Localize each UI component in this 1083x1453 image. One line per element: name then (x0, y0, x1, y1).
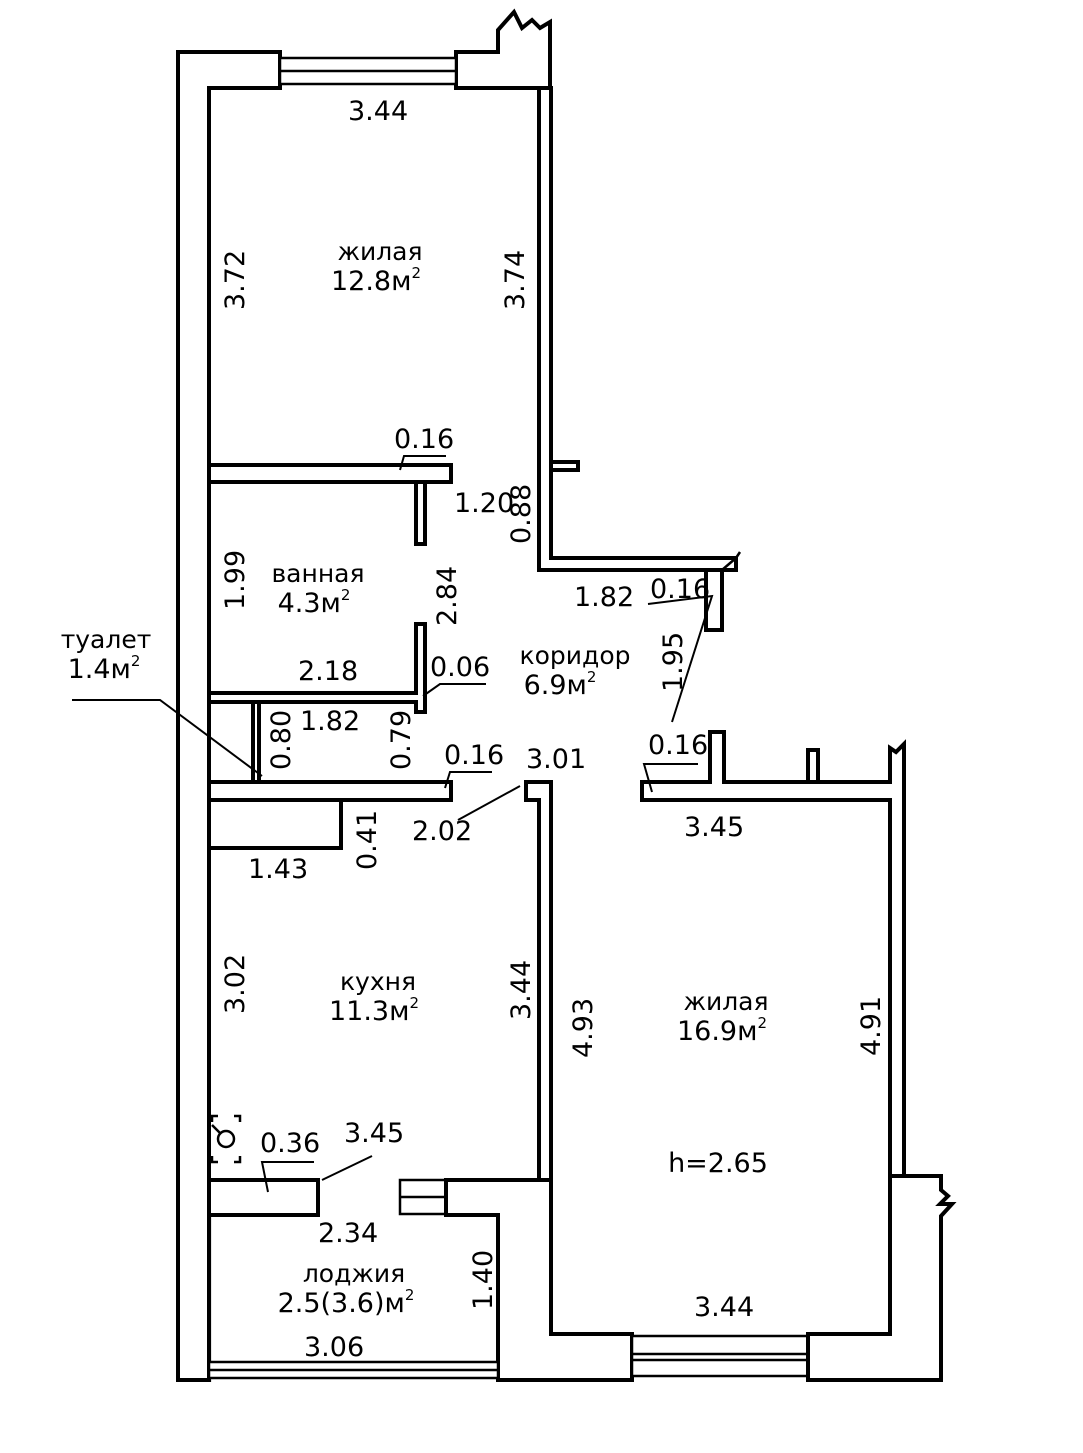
room-kitchen-area: 11.3м2 (329, 994, 419, 1027)
dim-199: 1.99 (220, 550, 251, 610)
room-toilet-area: 1.4м2 (68, 652, 141, 685)
dim-016-c: 0.16 (444, 740, 504, 771)
bath-door-jamb (414, 480, 427, 546)
dim-088: 0.88 (506, 484, 537, 544)
toilet-kitchen-wall (207, 780, 453, 802)
dim-491: 4.91 (856, 996, 887, 1056)
dim-016-a: 0.16 (394, 424, 454, 455)
wall-break-mark (721, 551, 742, 571)
living2-bottom-right-wall (806, 1174, 957, 1382)
dim-143: 1.43 (248, 854, 308, 885)
dim-kitchen-345: 3.45 (344, 1118, 404, 1149)
corridor-right-wall (704, 568, 724, 632)
dim-301: 3.01 (526, 744, 586, 775)
room-loggia-name: лоджия (303, 1259, 405, 1288)
leader-016-c (444, 771, 492, 789)
dim-toilet-182: 1.82 (300, 706, 360, 737)
dim-302: 3.02 (220, 954, 251, 1014)
dim-080: 0.80 (266, 710, 297, 770)
room-living2-area: 16.9м2 (677, 1014, 767, 1047)
room-loggia-area: 2.5(3.6)м2 (278, 1286, 415, 1319)
kitchen-bottom-wall (207, 1178, 320, 1217)
room-labels: жилая 12.8м2 ванная 4.3м2 туалет 1.4м2 к… (61, 237, 769, 1319)
dim-306: 3.06 (304, 1332, 364, 1363)
room-bath-area: 4.3м2 (278, 586, 351, 619)
leader-036 (260, 1161, 314, 1193)
dim-living2-bottom: 3.44 (694, 1292, 754, 1323)
dim-079: 0.79 (386, 710, 417, 770)
ceiling-height: h=2.65 (668, 1148, 768, 1179)
dim-195: 1.95 (658, 632, 689, 692)
dim-kitchen-344: 3.44 (506, 960, 537, 1020)
room-toilet-name: туалет (61, 625, 152, 654)
room-living1-name: жилая (337, 237, 422, 266)
dim-016-d: 0.16 (648, 730, 708, 761)
leader-006 (422, 683, 486, 697)
room-living2-name: жилая (683, 987, 768, 1016)
living2-top-wall (640, 730, 906, 1178)
leader-202 (457, 785, 521, 821)
dim-corr-182: 1.82 (574, 582, 634, 613)
room-corridor-area: 6.9м2 (524, 668, 597, 701)
leader-016-d (642, 763, 698, 793)
dim-006: 0.06 (430, 652, 490, 683)
room-corridor-name: коридор (520, 641, 631, 670)
dim-202: 2.02 (412, 816, 472, 847)
room-kitchen-name: кухня (340, 967, 416, 996)
dim-140: 1.40 (468, 1250, 499, 1310)
outer-walls (176, 8, 552, 1382)
leader-toilet (72, 699, 263, 777)
living1-right-wall (537, 86, 738, 572)
dim-041: 0.41 (352, 810, 383, 870)
top-right-wall (454, 8, 552, 90)
bath-toilet-wall (207, 622, 427, 714)
dim-living1-left: 3.72 (220, 250, 251, 310)
wall-nub (549, 460, 580, 472)
leader-lines (72, 455, 714, 1193)
dim-036: 0.36 (260, 1128, 320, 1159)
living1-bath-wall (207, 463, 453, 484)
gas-stove-icon (210, 1114, 242, 1164)
kitchen-cabinet (207, 798, 343, 850)
dim-120: 1.20 (454, 488, 514, 519)
leader-195 (647, 594, 714, 723)
living2-bottom-left-wall (444, 1178, 634, 1382)
dim-218: 2.18 (298, 656, 358, 687)
dim-living1-right: 3.74 (500, 250, 531, 310)
dim-016-b: 0.16 (650, 574, 710, 605)
dim-living2-top: 3.45 (684, 812, 744, 843)
dim-234: 2.34 (318, 1218, 378, 1249)
leader-016-a (399, 455, 446, 471)
left-outer-wall (176, 50, 282, 1382)
dim-284: 2.84 (432, 566, 463, 626)
inner-walls (207, 86, 957, 1382)
room-bath-name: ванная (271, 559, 364, 588)
dim-living1-top: 3.44 (348, 96, 408, 127)
leader-345 (321, 1155, 373, 1181)
dimension-labels: 3.44 0.16 1.20 1.82 0.16 2.18 0.06 1.82 … (220, 96, 887, 1363)
living2-top-nub (806, 748, 820, 784)
dim-493: 4.93 (568, 998, 599, 1058)
room-living1-area: 12.8м2 (331, 264, 421, 297)
bottom-window (630, 1334, 810, 1378)
